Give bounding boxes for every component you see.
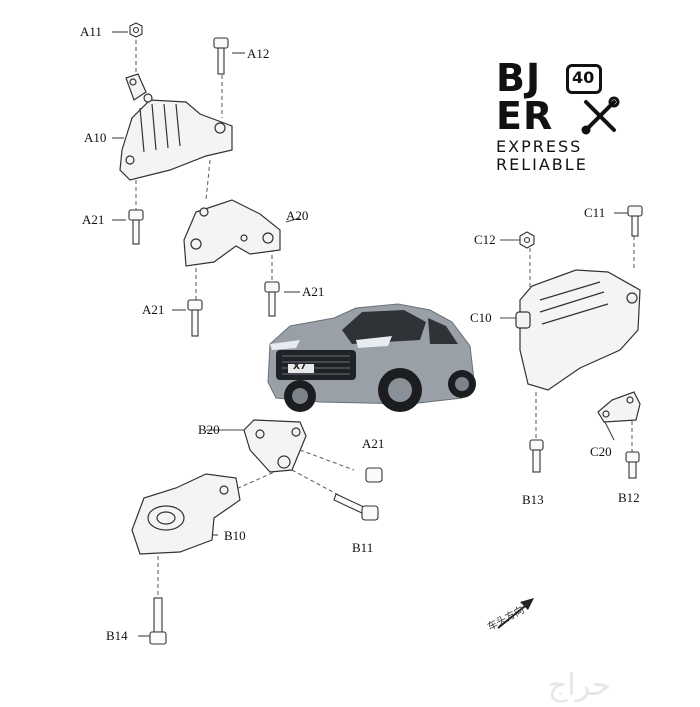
label-C20: C20 bbox=[590, 444, 612, 459]
label-A21-left: A21 bbox=[82, 212, 105, 227]
label-A21-mid: A21 bbox=[142, 302, 165, 317]
label-A10: A10 bbox=[84, 130, 107, 145]
bolt-A12 bbox=[213, 37, 229, 75]
label-C12: C12 bbox=[474, 232, 496, 247]
bolt-A21-b bbox=[365, 467, 383, 483]
label-B12: B12 bbox=[618, 490, 640, 505]
label-B14: B14 bbox=[106, 628, 128, 643]
car-model-badge: X7 bbox=[293, 362, 307, 372]
bolt-A21-mid bbox=[187, 299, 203, 337]
label-A21-right: A21 bbox=[302, 284, 325, 299]
logo-line4: RELIABLE bbox=[496, 155, 588, 174]
label-B11: B11 bbox=[352, 540, 374, 555]
wrench-screwdriver-icon bbox=[581, 96, 620, 135]
logo-badge: 40 bbox=[566, 64, 602, 94]
label-B13: B13 bbox=[522, 492, 544, 507]
bolt-B12 bbox=[625, 451, 640, 479]
mount-C10 bbox=[515, 269, 641, 391]
mount-B10 bbox=[131, 473, 241, 555]
nut-C12 bbox=[519, 231, 535, 249]
label-B10: B10 bbox=[224, 528, 246, 543]
label-A21-b: A21 bbox=[362, 436, 385, 451]
mount-A10 bbox=[119, 73, 233, 181]
watermark: حراج bbox=[548, 668, 611, 703]
logo-line3: EXPRESS bbox=[496, 137, 583, 156]
bracket-B20 bbox=[243, 419, 307, 473]
bolt-C11 bbox=[627, 205, 643, 237]
logo-line1: BJ bbox=[496, 56, 542, 100]
bracket-C20 bbox=[597, 391, 641, 423]
label-B20: B20 bbox=[198, 422, 220, 437]
direction-arrow-icon bbox=[497, 598, 534, 629]
bracket-A20 bbox=[183, 199, 281, 267]
label-C10: C10 bbox=[470, 310, 492, 325]
bolt-A21-right bbox=[264, 281, 280, 317]
nut-A11 bbox=[129, 22, 143, 38]
bolt-B11 bbox=[333, 493, 379, 521]
car-illustration bbox=[267, 303, 476, 412]
label-C11: C11 bbox=[584, 205, 606, 220]
label-A20: A20 bbox=[286, 208, 309, 223]
bolt-B13 bbox=[529, 439, 544, 473]
label-A12: A12 bbox=[247, 46, 270, 61]
logo-line2: ER bbox=[496, 94, 554, 138]
bolt-A21-left bbox=[128, 209, 144, 245]
brand-logo: BJ 40 ER EXPRESS RELIABLE bbox=[494, 58, 644, 178]
bolt-B14 bbox=[149, 597, 167, 645]
label-A11: A11 bbox=[80, 24, 102, 39]
